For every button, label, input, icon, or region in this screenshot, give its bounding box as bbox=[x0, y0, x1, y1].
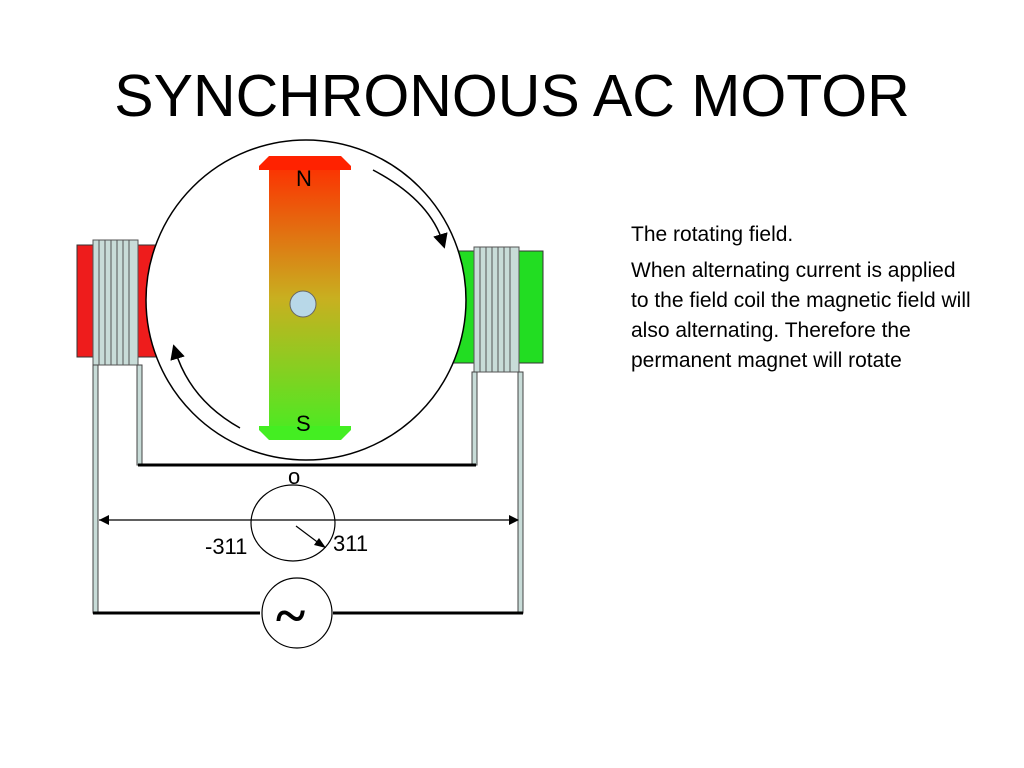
slide-title: SYNCHRONOUS AC MOTOR bbox=[114, 63, 910, 129]
shaft bbox=[289, 290, 317, 318]
description-panel: The rotating field. When alternating cur… bbox=[631, 220, 976, 382]
left-coil bbox=[92, 239, 139, 366]
rotation-arrow-top bbox=[372, 169, 448, 249]
meter-zero-label: o bbox=[288, 464, 300, 489]
meter-dial bbox=[250, 484, 336, 562]
wires bbox=[92, 364, 524, 614]
ac-symbol: ~ bbox=[276, 585, 305, 647]
south-label: S bbox=[296, 411, 311, 436]
north-label: N bbox=[296, 166, 312, 191]
rotor-magnet bbox=[259, 156, 351, 440]
meter-max-label: 311 bbox=[333, 531, 368, 556]
meter-min-label: -311 bbox=[205, 534, 247, 559]
meter-needle bbox=[295, 525, 321, 545]
ac-source bbox=[261, 577, 333, 649]
rotation-arrow-bottom bbox=[170, 344, 241, 429]
description-heading: The rotating field. bbox=[631, 223, 794, 246]
right-coil bbox=[473, 246, 520, 373]
description-body: When alternating current is applied to t… bbox=[631, 259, 971, 372]
